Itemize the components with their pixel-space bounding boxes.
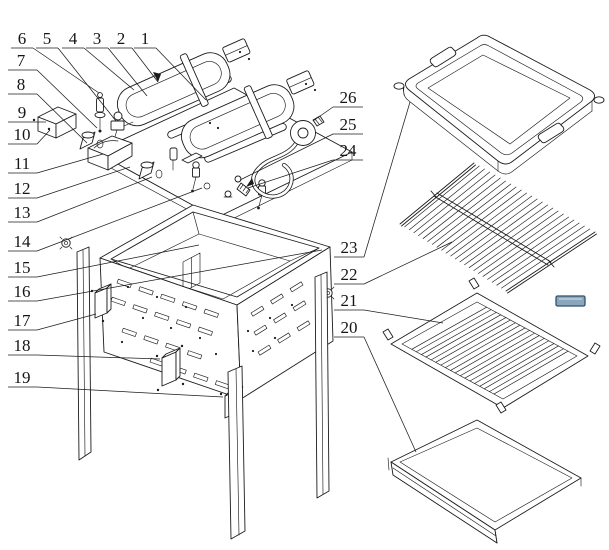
arrowhead [153, 72, 161, 82]
callout-4: 4 [62, 29, 84, 49]
part-number-label: 3 [93, 29, 102, 48]
drip-tray [387, 419, 582, 544]
callout-10: 10 [8, 125, 37, 145]
regulator [290, 115, 325, 146]
regulator-hose-assembly [234, 115, 325, 199]
part-number-label: 11 [14, 154, 30, 173]
firebox-pan [393, 34, 605, 175]
callout-7: 7 [8, 51, 37, 71]
highlight-bar [555, 295, 586, 307]
interior-divider [182, 252, 201, 293]
pan-handle-bottom [537, 122, 565, 144]
callout-12: 12 [8, 179, 37, 199]
pan-handle-top [429, 46, 457, 68]
callout-labels: 1234567891011121314151617181920212223242… [8, 29, 364, 388]
callout-5: 5 [36, 29, 58, 49]
part-number-label: 23 [341, 238, 358, 257]
part-number-label: 18 [14, 336, 31, 355]
part-number-label: 1 [141, 29, 150, 48]
callout-19: 19 [8, 368, 37, 388]
part-number-label: 22 [341, 265, 358, 284]
callout-22: 22 [334, 265, 364, 285]
igniter-jet [169, 147, 211, 190]
shelf-tab [468, 277, 480, 290]
part-number-label: 6 [18, 29, 27, 48]
callout-9: 9 [8, 103, 37, 123]
part-number-label: 26 [340, 88, 357, 107]
part-number-label: 9 [18, 103, 27, 122]
control-knob-bezel-left [79, 131, 104, 150]
valve-assembly [110, 111, 134, 141]
burner-assembly [32, 38, 353, 252]
shelf-tab [495, 401, 507, 414]
leg-right [314, 271, 330, 499]
cooking-grate [399, 162, 597, 294]
callout-3: 3 [86, 29, 108, 49]
callout-6: 6 [11, 29, 33, 49]
shelf-tab [589, 342, 601, 355]
vent-slots [110, 278, 311, 390]
control-knob-bezel-right [138, 161, 163, 180]
callout-14: 14 [8, 232, 37, 252]
callout-1: 1 [134, 29, 156, 49]
callout-11: 11 [8, 154, 37, 174]
part-number-label: 2 [117, 29, 126, 48]
pan-lug-right [593, 96, 605, 104]
callout-15: 15 [8, 258, 37, 278]
charcoal-shelf [382, 277, 601, 414]
leg-bracket-bottom [155, 344, 185, 392]
part-number-label: 15 [14, 258, 31, 277]
callout-20: 20 [334, 318, 364, 338]
part-number-label: 5 [43, 29, 52, 48]
callout-16: 16 [8, 282, 37, 302]
pan-lug-left [393, 82, 405, 90]
callout-2: 2 [110, 29, 132, 49]
leg-front-right [227, 365, 246, 540]
part-number-label: 17 [14, 311, 32, 330]
part-number-label: 21 [341, 291, 358, 310]
burner-tube-right [180, 70, 315, 159]
part-number-label: 16 [14, 282, 31, 301]
part-number-label: 12 [14, 179, 31, 198]
igniter-electrode [94, 92, 106, 133]
callout-21: 21 [334, 291, 364, 311]
part-number-label: 19 [14, 368, 31, 387]
arrowhead [246, 178, 254, 187]
screw-holes [120, 50, 317, 356]
callout-26: 26 [333, 88, 363, 108]
part-number-label: 24 [340, 141, 358, 160]
callout-8: 8 [8, 75, 37, 95]
leg-bracket-left [90, 283, 112, 323]
thumbscrew-left [59, 236, 73, 250]
leg-front-left [76, 246, 92, 461]
hose-clip [223, 190, 233, 198]
mounting-bracket-b [87, 135, 133, 171]
shelf-tab [382, 328, 394, 341]
callout-25: 25 [333, 115, 363, 135]
gas-valve-left [191, 161, 200, 193]
part-number-label: 20 [341, 318, 358, 337]
callout-13: 13 [8, 203, 37, 223]
part-number-label: 13 [14, 203, 31, 222]
callout-24: 24 [333, 141, 363, 161]
part-number-label: 10 [14, 125, 31, 144]
leader-lines [32, 47, 453, 453]
part-number-label: 4 [69, 29, 78, 48]
burner-tube-left [116, 38, 251, 127]
part-number-label: 8 [17, 75, 26, 94]
callout-18: 18 [8, 336, 37, 356]
callout-23: 23 [334, 238, 364, 258]
hose-fitting [234, 175, 251, 197]
part-number-label: 14 [14, 232, 32, 251]
part-number-label: 7 [17, 51, 26, 70]
shelf-slats [411, 306, 569, 395]
callout-17: 17 [8, 311, 37, 331]
part-number-label: 25 [340, 115, 357, 134]
mounting-bracket-a [32, 106, 77, 139]
